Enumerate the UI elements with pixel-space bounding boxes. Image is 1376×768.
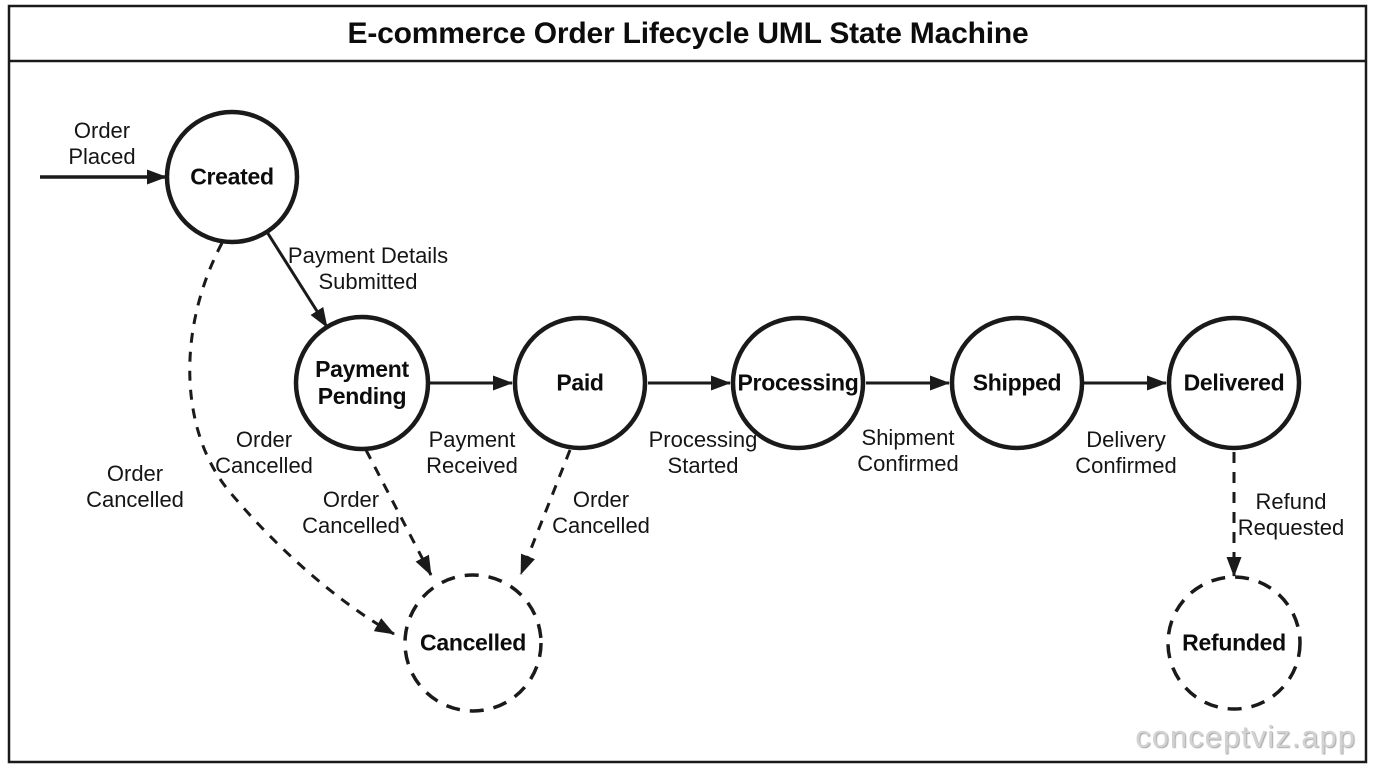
transition-label-order-placed: Order Placed (68, 118, 136, 169)
arrow-created-to-payment-pending (265, 231, 329, 328)
transition-label-refund-requested: Refund Requested (1237, 489, 1345, 540)
transition-label-order-cancelled-created-inner: Order Cancelled (215, 427, 313, 478)
arrow-created-to-cancelled (188, 242, 395, 636)
transition-label-order-cancelled-payment-pending: Order Cancelled (302, 487, 400, 538)
state-payment-pending-label: Payment Pending (315, 356, 409, 409)
state-paid-circle (512, 315, 648, 451)
state-refunded-circle (1166, 575, 1302, 711)
state-processing-label: Processing (737, 369, 859, 396)
state-shipped-label: Shipped (972, 369, 1062, 396)
state-shipped-circle (949, 315, 1085, 451)
arrow-paid-to-cancelled (519, 449, 572, 575)
watermark: conceptviz.app (1135, 719, 1356, 754)
transition-label-order-cancelled-created-outer: Order Cancelled (86, 461, 184, 512)
state-delivered-circle (1166, 315, 1302, 451)
state-cancelled-circle (403, 573, 543, 713)
transition-label-delivery-confirmed: Delivery Confirmed (1075, 427, 1177, 478)
transition-label-payment-received: Payment Received (426, 427, 518, 478)
transition-label-shipment-confirmed: Shipment Confirmed (857, 425, 959, 476)
diagram-title: E-commerce Order Lifecycle UML State Mac… (347, 17, 1029, 50)
state-cancelled-label: Cancelled (420, 629, 526, 656)
state-delivered-label: Delivered (1183, 369, 1285, 396)
transition-label-order-cancelled-paid: Order Cancelled (552, 487, 650, 538)
state-created-circle (164, 109, 300, 245)
state-processing-circle (730, 315, 866, 451)
state-created-label: Created (190, 163, 274, 190)
state-refunded-label: Refunded (1182, 629, 1286, 656)
arrow-payment-pending-to-cancelled (364, 449, 433, 576)
state-payment-pending-circle (293, 314, 431, 452)
state-paid-label: Paid (556, 369, 604, 396)
transition-label-payment-details-submitted: Payment Details Submitted (287, 243, 449, 294)
transition-label-processing-started: Processing Started (648, 427, 758, 478)
